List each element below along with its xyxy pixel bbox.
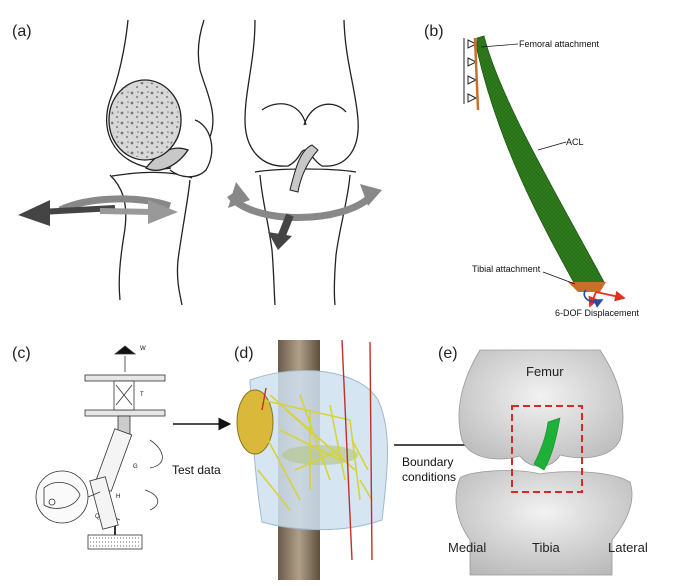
tibial-attachment-label: Tibial attachment: [472, 264, 541, 274]
robotic-test-rig-diagram: [35, 345, 166, 550]
panel-b: (b) Femoral attachment ACL Tibial attach…: [424, 23, 640, 318]
panel-b-label: (b): [424, 23, 444, 40]
lateral-label: Lateral: [608, 540, 648, 555]
femur-label: Femur: [526, 364, 564, 379]
patella-model: [236, 389, 274, 455]
panel-a-label: (a): [12, 23, 32, 40]
knee-frontal-illustration: [244, 19, 359, 306]
fixed-support-symbols: [463, 38, 478, 104]
ligament-lines-red: [261, 339, 373, 561]
acl-model: [533, 417, 561, 471]
femoral-attachment-label: Femoral attachment: [519, 39, 600, 49]
rig-label-h: H: [116, 494, 120, 500]
dof-arrow-y: [588, 291, 599, 308]
acl-frontal: [289, 144, 319, 193]
translation-arrow-head-left: [18, 200, 50, 226]
translation-arrow-head-right: [148, 200, 178, 224]
tibial-drawer-arrow-head: [268, 232, 292, 250]
translation-arrow-shaft-right: [99, 208, 156, 215]
rotation-arrow-head-left: [228, 182, 250, 208]
dof-arrow-x: [595, 290, 626, 302]
boundary-label-line2: conditions: [402, 470, 456, 484]
panel-d-label: (d): [234, 345, 254, 362]
panel-d: (d): [234, 339, 388, 580]
acl-label: ACL: [566, 137, 584, 147]
tibia-label: Tibia: [532, 540, 560, 555]
panel-c-label: (c): [12, 345, 31, 362]
acl-mesh-model: [476, 35, 605, 291]
rig-label-t: T: [140, 392, 144, 398]
boundary-label-line1: Boundary: [402, 455, 453, 469]
knee-sagittal-illustration: [106, 19, 214, 306]
region-of-interest-box: [511, 405, 583, 493]
rig-label-w: W: [140, 346, 146, 352]
femoral-attachment-leader: [480, 43, 519, 48]
rig-label-q: Q: [95, 514, 100, 520]
ligament-fibers: [257, 394, 373, 511]
test-data-label: Test data: [172, 463, 221, 477]
panel-e-label: (e): [438, 345, 458, 362]
panel-e: (e) Femur Medial Tibia Lateral: [438, 345, 648, 576]
anterior-translation-arrow: [58, 195, 172, 214]
panel-c: (c) W T G H Q: [12, 345, 166, 550]
panel-a: (a): [12, 19, 382, 306]
trabecular-bone-texture: [111, 82, 179, 158]
tibia-model: [455, 470, 633, 576]
medial-label: Medial: [448, 540, 486, 555]
rotation-arrow-head-right: [360, 184, 382, 206]
femoral-attachment-surface: [473, 37, 480, 111]
tibial-attachment-leader: [542, 271, 576, 285]
rig-label-g: G: [133, 464, 138, 470]
dof-label: 6-DOF Displacement: [555, 308, 640, 318]
internal-rotation-arrow: [227, 192, 375, 221]
dof-rotation-arrow: [583, 289, 604, 308]
tibial-attachment-surface: [568, 282, 606, 292]
acl-leader: [537, 141, 567, 151]
